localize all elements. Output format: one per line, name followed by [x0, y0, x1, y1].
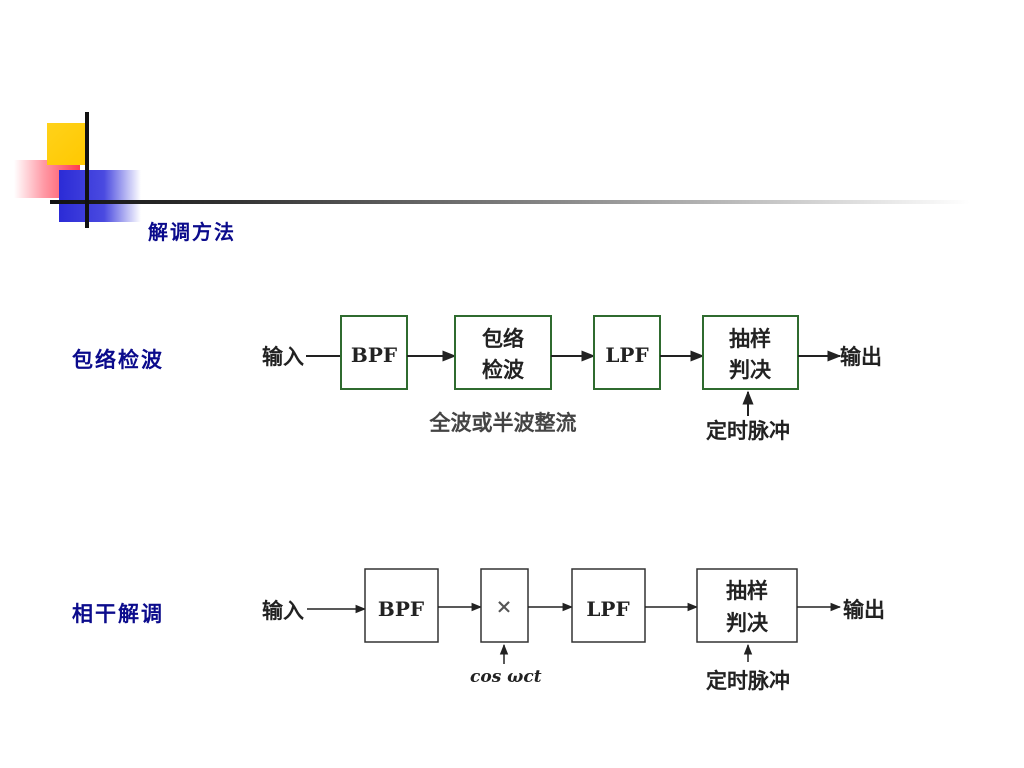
envelope-detector-label-line1: 包络: [482, 326, 524, 351]
output-label: 输出: [840, 344, 882, 369]
rectifier-note: 全波或半波整流: [429, 410, 577, 435]
diagram-coherent: 输入 BPF × LPF 抽样 判决 输出 cos ωct 定时脉冲: [262, 568, 885, 693]
sample-decision-block: [696, 568, 798, 643]
multiplier-block: [480, 568, 529, 643]
slide-title: 解调方法: [148, 220, 236, 244]
sample-decision-label-line2: 判决: [729, 357, 772, 382]
decor-yellow-square: [47, 123, 87, 165]
envelope-detector-label-line2: 检波: [482, 357, 525, 382]
lpf-label: LPF: [605, 343, 648, 367]
sample-decision-label-line2: 判决: [726, 610, 769, 635]
sample-decision-label-line1: 抽样: [729, 326, 771, 351]
envelope-detector-block: [454, 315, 552, 390]
carrier-label: cos ωct: [470, 667, 542, 687]
sample-decision-block: [702, 315, 799, 390]
input-label: 输入: [262, 344, 304, 369]
sample-decision-label-line1: 抽样: [726, 578, 768, 603]
input-label: 输入: [262, 598, 304, 623]
method-label-coherent: 相干解调: [72, 601, 164, 626]
method-label-envelope: 包络检波: [72, 347, 164, 372]
output-label: 输出: [843, 597, 885, 622]
bpf-block: [340, 315, 408, 390]
multiply-icon: ×: [496, 594, 513, 618]
lpf-label: LPF: [586, 597, 629, 621]
decor-horizontal-rule: [50, 200, 970, 204]
bpf-label: BPF: [351, 343, 397, 367]
timing-pulse-label: 定时脉冲: [706, 668, 790, 693]
lpf-block: [593, 315, 661, 390]
bpf-block: [364, 568, 439, 643]
decor-vertical-rule: [85, 112, 89, 228]
timing-pulse-label: 定时脉冲: [706, 418, 790, 443]
diagram-envelope: 输入 BPF 包络 检波 LPF 抽样 判决 输出 全波或半波整流 定时脉冲: [262, 315, 882, 443]
bpf-label: BPF: [378, 597, 424, 621]
decor-blue-square: [59, 170, 141, 222]
lpf-block: [571, 568, 646, 643]
